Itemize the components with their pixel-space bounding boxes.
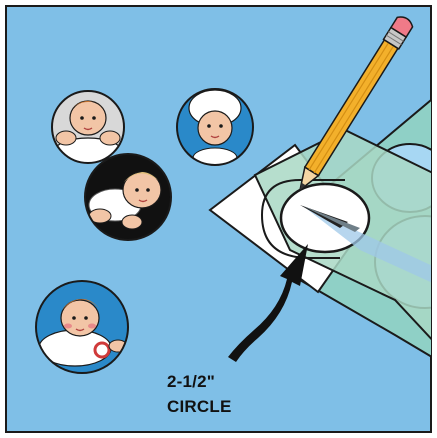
cutting-blade-icon — [300, 205, 431, 283]
baby-sticker-3 — [85, 154, 171, 240]
circle-size-label: 2-1/2" CIRCLE — [167, 369, 297, 419]
label-size: 2-1/2" — [167, 372, 216, 391]
baby-sticker-4 — [36, 281, 128, 373]
pencil-icon — [298, 16, 414, 192]
curved-arrow-icon — [228, 244, 308, 362]
label-shape: CIRCLE — [167, 397, 232, 416]
